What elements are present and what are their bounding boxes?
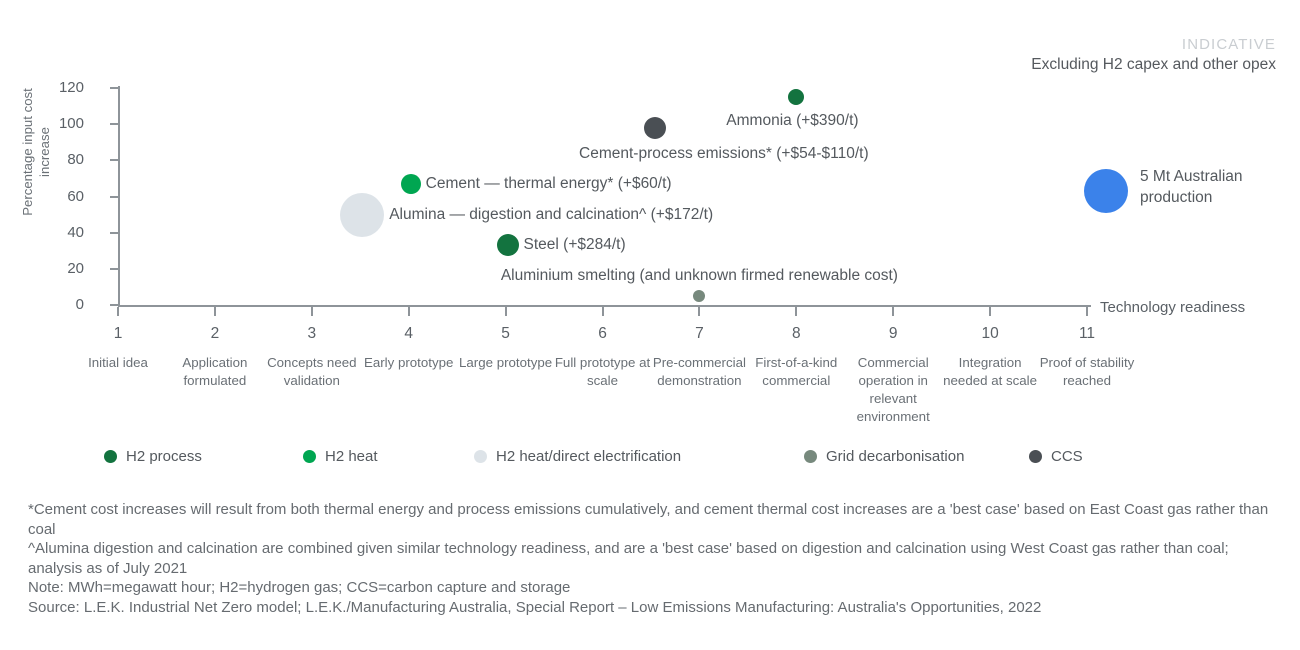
x-tick-mark	[989, 307, 992, 316]
x-tick-number: 4	[404, 325, 413, 342]
y-tick-mark	[110, 123, 118, 126]
y-tick-label: 40	[67, 223, 84, 241]
y-tick-mark	[110, 87, 118, 89]
y-axis-line	[118, 86, 120, 307]
data-bubble[interactable]	[496, 234, 519, 257]
x-tick-description: Initial idea	[88, 355, 148, 370]
x-tick-number: 2	[210, 325, 220, 342]
size-reference-bubble	[1084, 169, 1128, 213]
legend-item[interactable]: Grid decarbonisation	[804, 448, 964, 465]
x-tick-mark	[310, 307, 313, 316]
subtitle-note: Excluding H2 capex and other opex	[1031, 56, 1276, 73]
y-tick-label: 120	[58, 79, 84, 96]
legend-label: Grid decarbonisation	[826, 448, 965, 465]
footnote-line: ^Alumina digestion and calcination are c…	[28, 540, 1229, 577]
legend-dot-icon	[804, 450, 817, 463]
data-bubble[interactable]	[693, 289, 706, 302]
x-tick-description: First-of-a-kind commercial	[755, 355, 838, 388]
x-tick-number: 7	[695, 325, 704, 342]
legend-item[interactable]: H2 heat	[303, 448, 378, 465]
x-tick-description: Early prototype	[363, 355, 454, 370]
data-bubble-label: Aluminium smelting (and unknown firmed r…	[500, 266, 898, 284]
data-bubble[interactable]	[340, 192, 385, 237]
legend: H2 process H2 heat H2 heat/direct electrif…	[104, 448, 1134, 468]
x-tick-mark	[1086, 307, 1088, 316]
x-tick-mark	[117, 307, 119, 316]
data-bubble-label: Steel (+$284/t)	[523, 236, 626, 254]
legend-item[interactable]: H2 process	[104, 448, 202, 465]
footnote-line: *Cement cost increases will result from …	[28, 501, 1269, 538]
data-bubble[interactable]	[643, 116, 666, 139]
legend-label: H2 heat	[325, 448, 378, 465]
x-tick-number: 6	[598, 325, 607, 342]
legend-dot-icon	[1029, 450, 1042, 463]
x-tick-number: 5	[501, 325, 510, 342]
y-tick-label: 60	[67, 187, 84, 205]
x-tick-mark	[213, 307, 216, 316]
y-tick-label: 20	[67, 259, 84, 277]
data-bubble-label: Ammonia (+$390/t)	[726, 112, 859, 130]
footnotes: *Cement cost increases will result from …	[28, 500, 1278, 617]
y-tick-mark	[110, 231, 118, 234]
legend-dot-icon	[104, 450, 117, 463]
y-tick-label: 100	[58, 115, 84, 133]
legend-label: H2 heat/direct electrification	[496, 448, 682, 465]
footnote-line: Source: L.E.K. Industrial Net Zero model…	[28, 598, 1042, 616]
y-tick-mark	[110, 195, 118, 198]
x-tick-number: 9	[888, 325, 898, 342]
x-tick-description: Proof of stability reached	[1039, 355, 1135, 388]
x-tick-number: 3	[307, 325, 317, 342]
x-tick-description: Full prototype at scale	[554, 355, 651, 388]
x-tick-description: Pre-commercial demonstration	[652, 355, 746, 388]
legend-item[interactable]: CCS	[1029, 448, 1083, 465]
x-tick-number: 8	[791, 325, 801, 342]
legend-dot-icon	[474, 450, 487, 463]
x-tick-mark	[407, 307, 410, 316]
y-tick-mark	[110, 267, 118, 270]
data-bubble[interactable]	[788, 89, 805, 106]
y-tick-mark	[110, 159, 118, 162]
data-bubble[interactable]	[400, 173, 421, 194]
x-tick-description: Integration needed at scale	[943, 355, 1038, 388]
legend-item[interactable]: H2 heat/direct electrification	[474, 448, 681, 465]
x-tick-description: Commercial operation in relevant environ…	[856, 355, 930, 424]
x-tick-description: Application formulated	[182, 355, 248, 388]
y-tick-mark	[110, 304, 118, 306]
y-tick-label: 80	[67, 151, 84, 169]
x-axis-title: Technology readiness	[1100, 299, 1246, 316]
x-axis-line	[118, 305, 1091, 307]
legend-label: H2 process	[126, 448, 202, 465]
x-tick-mark	[698, 307, 701, 316]
legend-label: CCS	[1051, 448, 1083, 465]
x-tick-description: Large prototype	[459, 355, 553, 370]
x-tick-mark	[601, 307, 604, 316]
data-bubble-label: Alumina — digestion and calcination^ (+$…	[389, 205, 714, 223]
y-tick-label: 0	[75, 296, 84, 313]
x-tick-mark	[504, 307, 507, 316]
data-bubble-label: Cement — thermal energy* (+$60/t)	[425, 174, 672, 192]
x-tick-mark	[795, 307, 798, 316]
indicative-label: INDICATIVE	[1181, 36, 1276, 53]
footnote-line: Note: MWh=megawatt hour; H2=hydrogen gas…	[28, 579, 571, 596]
x-tick-mark	[892, 307, 895, 316]
x-tick-number: 11	[1078, 325, 1096, 342]
legend-dot-icon	[303, 450, 316, 463]
x-tick-number: 1	[113, 325, 123, 342]
data-bubble-label: Cement-process emissions* (+$54-$110/t)	[579, 144, 869, 162]
x-tick-description: Concepts need validation	[267, 355, 357, 388]
x-tick-number: 10	[981, 325, 999, 342]
size-reference-label: 5 Mt Australian production	[1140, 168, 1243, 206]
